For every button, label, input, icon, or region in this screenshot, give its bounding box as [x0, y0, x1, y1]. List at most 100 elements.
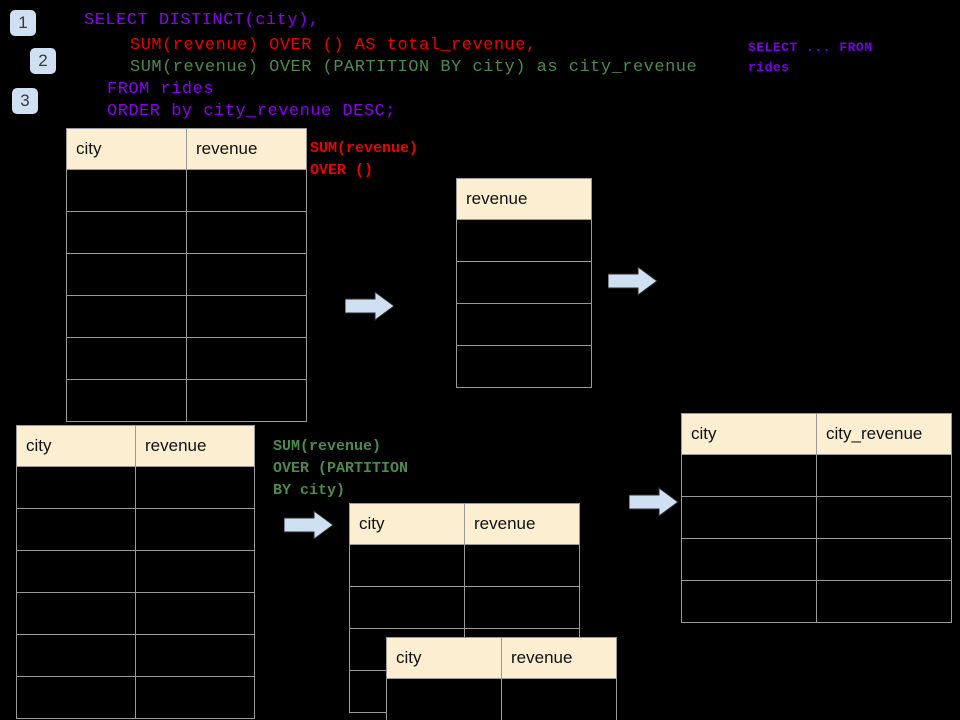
table-row [16, 508, 255, 551]
cell [681, 454, 817, 497]
sql-line-select-distinct: SELECT DISTINCT(city), [84, 11, 320, 30]
rides-source-table-lower: city revenue [16, 425, 255, 719]
table-row [349, 586, 580, 629]
total-revenue-table: revenue [456, 178, 592, 388]
sql-line-city-revenue: SUM(revenue) OVER (PARTITION BY city) as… [130, 58, 698, 77]
column-header-revenue: revenue [135, 425, 255, 467]
table-row [66, 169, 307, 212]
cell [135, 550, 255, 593]
cell [186, 337, 307, 380]
cell [66, 253, 187, 296]
cell [816, 496, 952, 539]
cell [501, 678, 617, 720]
table-row [16, 634, 255, 677]
column-header-city-revenue: city_revenue [816, 413, 952, 455]
cell [135, 676, 255, 719]
arrow-right-icon-partition-to-result [629, 487, 679, 517]
table-row [456, 219, 592, 262]
cell [66, 379, 187, 422]
cell [816, 580, 952, 623]
table-row [66, 379, 307, 422]
table-row [349, 544, 580, 587]
cell [816, 454, 952, 497]
table-header-row: revenue [456, 178, 592, 220]
table-row [66, 211, 307, 254]
annotation-over-empty: SUM(revenue) OVER () [310, 140, 419, 179]
sql-line-order-by: ORDER by city_revenue DESC; [107, 102, 396, 121]
table-row [16, 550, 255, 593]
cell [135, 508, 255, 551]
table-header-row: city revenue [16, 425, 255, 467]
table-row [386, 678, 617, 720]
cell [681, 538, 817, 581]
cell [66, 169, 187, 212]
cell [135, 592, 255, 635]
cell [456, 345, 592, 388]
table-row [456, 345, 592, 388]
city-revenue-result-table: city city_revenue [681, 413, 952, 623]
annotation-over-partition: SUM(revenue) OVER (PARTITION BY city) [273, 438, 409, 499]
arrow-right-icon-source-to-partition [284, 510, 334, 540]
cell [186, 169, 307, 212]
cell [456, 261, 592, 304]
table-header-row: city revenue [386, 637, 617, 679]
step-badge-1: 1 [10, 10, 36, 36]
column-header-city: city [66, 128, 187, 170]
table-row [66, 295, 307, 338]
cell [135, 634, 255, 677]
cell [349, 544, 465, 587]
sql-line-total-revenue: SUM(revenue) OVER () AS total_revenue, [130, 36, 537, 55]
cell [816, 538, 952, 581]
cell [464, 586, 580, 629]
column-header-city: city [349, 503, 465, 545]
cell [66, 337, 187, 380]
cell [16, 676, 136, 719]
step-badge-3: 3 [12, 88, 38, 114]
table-row [681, 580, 952, 623]
cell [135, 466, 255, 509]
cell [186, 211, 307, 254]
cell [681, 496, 817, 539]
cell [16, 466, 136, 509]
column-header-revenue: revenue [501, 637, 617, 679]
table-header-row: city revenue [66, 128, 307, 170]
partition-table-front: city revenue [386, 637, 617, 720]
cell [186, 253, 307, 296]
table-row [456, 261, 592, 304]
table-row [681, 538, 952, 581]
table-header-row: city revenue [349, 503, 580, 545]
column-header-revenue: revenue [456, 178, 592, 220]
cell [464, 544, 580, 587]
cell [456, 219, 592, 262]
table-row [456, 303, 592, 346]
cell [16, 508, 136, 551]
column-header-city: city [386, 637, 502, 679]
cell [16, 592, 136, 635]
column-header-city: city [16, 425, 136, 467]
table-row [66, 253, 307, 296]
arrow-right-icon-total-to-result [608, 266, 658, 296]
sql-line-from-rides: FROM rides [107, 80, 215, 99]
column-header-revenue: revenue [464, 503, 580, 545]
table-header-row: city city_revenue [681, 413, 952, 455]
cell [16, 550, 136, 593]
table-row [16, 676, 255, 719]
cell [456, 303, 592, 346]
cell [186, 295, 307, 338]
table-row [681, 454, 952, 497]
cell [349, 586, 465, 629]
cell [681, 580, 817, 623]
sql-side-note: SELECT ... FROM rides [748, 40, 873, 75]
cell [16, 634, 136, 677]
column-header-revenue: revenue [186, 128, 307, 170]
cell [386, 678, 502, 720]
column-header-city: city [681, 413, 817, 455]
step-badge-2: 2 [30, 48, 56, 74]
table-row [66, 337, 307, 380]
table-row [681, 496, 952, 539]
cell [66, 295, 187, 338]
rides-source-table: city revenue [66, 128, 307, 422]
cell [186, 379, 307, 422]
table-row [16, 466, 255, 509]
